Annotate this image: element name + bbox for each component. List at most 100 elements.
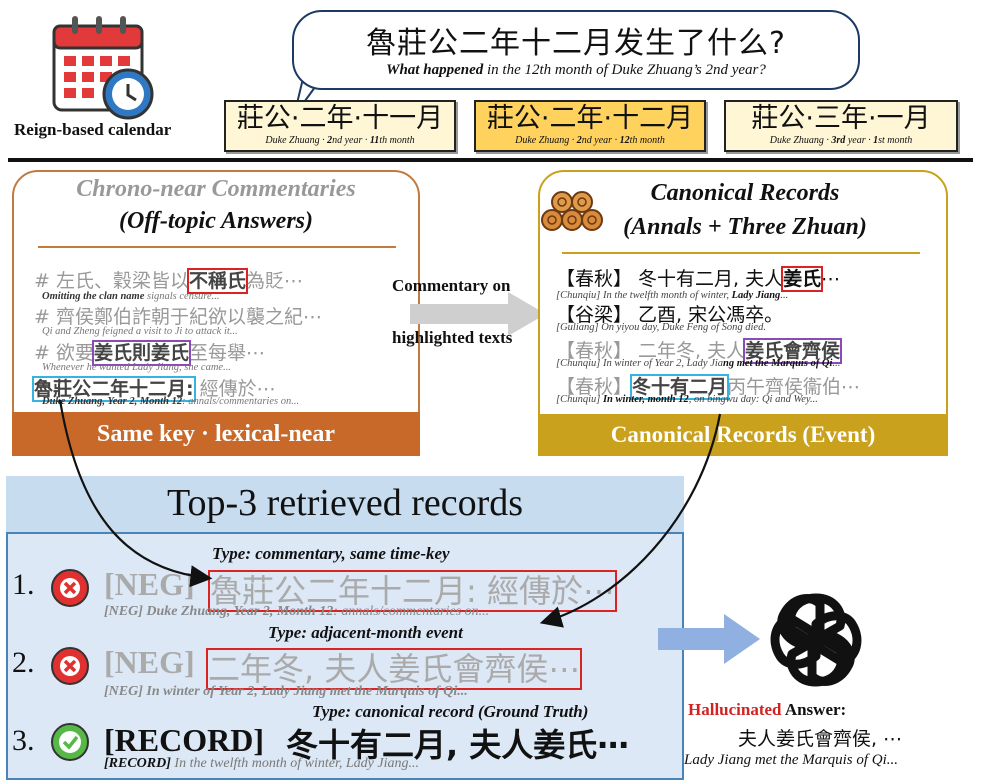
right-line-en-tail: ...: [832, 358, 841, 369]
chip-en-a: Duke Zhuang ·: [769, 135, 832, 146]
section-divider: [8, 158, 973, 162]
row-rank: 2.: [12, 646, 35, 679]
chip-zh: 莊公·三年·一月: [751, 103, 931, 134]
retrieval-title: Top-3 retrieved records: [166, 482, 524, 524]
left-line-4-en: Duke Zhuang, Year 2, Month 12: annals/co…: [42, 396, 299, 407]
left-line-text: 經傳於⋯: [193, 378, 276, 400]
right-line-4-en: [Chunqiu] In winter, month 12, on bingwu…: [556, 394, 818, 405]
row-text: 冬十有二月, 夫人姜氏⋯: [286, 726, 630, 764]
row-rank: 3.: [12, 724, 35, 757]
right-line-highlight: 姜氏會齊侯: [743, 338, 843, 364]
left-line-text: 至每舉⋯: [188, 342, 265, 364]
right-line-en-tail: , on bingwu day: Qi and Wey...: [688, 394, 818, 405]
right-line-highlight: 冬十有二月: [630, 374, 730, 400]
chip-month-1: 莊公·三年·一月 Duke Zhuang · 3rd year · 1st mo…: [724, 100, 958, 152]
row-sub: [NEG] Duke Zhuang, Year 2, Month 12: ann…: [104, 604, 489, 620]
left-line-1-en: Omitting the clan name signals censure..…: [42, 291, 220, 302]
right-line-2-en: [Guliang] On yiyou day, Duke Feng of Son…: [556, 322, 766, 333]
chip-en-b: 2: [327, 135, 333, 146]
calendar-clock-icon: [52, 16, 154, 120]
chip-zh: 莊公·二年·十二月: [486, 103, 694, 134]
left-panel-footer: Same key · lexical-near: [12, 412, 420, 456]
answer-label: Hallucinated Answer:: [688, 700, 846, 720]
left-line-text: # 左氏、穀梁皆以: [34, 270, 189, 292]
left-line-highlight: 姜氏則姜氏: [91, 340, 191, 366]
chip-en-c: nd year ·: [581, 135, 620, 146]
right-line-1-en: [Chunqiu] In the twelfth month of winter…: [556, 290, 788, 301]
chip-en-d: 11: [369, 135, 380, 146]
row-rank: 1.: [12, 568, 35, 601]
right-line-text: 【春秋】: [556, 376, 633, 398]
right-panel-footer: Canonical Records (Event): [538, 414, 948, 456]
question-en-bold: What happened: [386, 62, 484, 78]
left-line-en-bold: Duke Zhuang, Year 2, Month 12: [42, 396, 183, 407]
row-text-content: 二年冬, 夫人姜氏會齊侯⋯: [205, 648, 583, 690]
left-line-text: 為貶⋯: [245, 270, 303, 292]
answer-en: Lady Jiang met the Marquis of Qi...: [684, 752, 899, 768]
question-en: What happened in the 12th month of Duke …: [292, 62, 860, 79]
right-panel-subtitle: (Annals + Three Zhuan): [623, 214, 867, 240]
calendar-caption: Reign-based calendar: [14, 120, 172, 139]
row-type-label: Type: canonical record (Ground Truth): [312, 702, 589, 721]
right-line-2: 【谷梁】 乙酉, 宋公馮卒。: [556, 300, 783, 327]
left-line-en-rest: Whenever he wanted Lady Jiang, she came.…: [42, 362, 231, 373]
left-line-2: # 齊侯鄭伯詐朝于紀欲以襲之紀⋯: [34, 302, 322, 329]
left-line-3-en: Whenever he wanted Lady Jiang, she came.…: [42, 362, 231, 373]
right-line-en-bold: ng met the Marquis of Qi: [723, 358, 833, 369]
left-line-text: # 欲要: [34, 342, 94, 364]
row-tag: [NEG]: [104, 644, 195, 680]
right-line-4: 【春秋】冬十有二月丙午齊侯衞伯⋯: [556, 372, 861, 400]
right-panel-title: Canonical Records: [650, 180, 840, 206]
right-line-text: 【春秋】 冬十有二月, 夫人: [556, 268, 784, 290]
row-tag: [NEG]: [104, 566, 195, 602]
chip-month-12-selected: 莊公·二年·十二月 Duke Zhuang · 2nd year · 12th …: [474, 100, 706, 152]
right-arrow-icon: [658, 614, 760, 664]
right-line-en-tail: ...: [780, 290, 789, 301]
row-sub-bold: [NEG] Duke Zhuang, Year 2, Month 12: [104, 604, 334, 619]
right-line-text: ⋯: [821, 268, 841, 290]
right-line-text: 【谷梁】 乙酉, 宋公馮卒。: [556, 304, 784, 326]
question-bubble: [292, 10, 860, 90]
right-line-en: [Guliang] On yiyou day, Duke Feng of Son…: [556, 322, 766, 333]
right-line-en: [Chunqiu] In the twelfth month of winter…: [556, 290, 732, 301]
row-sub-bold: [NEG] In winter of Year 2, Lady Jiang me…: [104, 684, 468, 699]
right-arrow-icon: [410, 292, 546, 336]
left-line-highlight: 不稱氏: [186, 268, 248, 294]
chip-en-c: year ·: [845, 135, 874, 146]
right-line-en-bold: Lady Jiang: [731, 290, 781, 301]
row-sub: [RECORD] In the twelfth month of winter,…: [104, 756, 419, 772]
row-sub-rest: In the twelfth month of winter, Lady Jia…: [170, 756, 420, 771]
left-line-4: 魯莊公二年十二月: 經傳於⋯: [32, 374, 276, 402]
row-text: 二年冬, 夫人姜氏會齊侯⋯: [205, 644, 583, 690]
middle-label-2: highlighted texts: [392, 328, 513, 347]
right-line-highlight: 姜氏: [781, 266, 824, 292]
right-panel: [538, 170, 948, 456]
chip-en: Duke Zhuang · 2nd year · 12th month: [476, 134, 704, 148]
wrong-x-icon: [51, 569, 89, 607]
left-line-en-rest: Qi and Zheng feigned a visit to Ji to at…: [42, 326, 238, 337]
right-line-text: 丙午齊侯衞伯⋯: [727, 376, 861, 398]
left-panel-title: Chrono-near Commentaries: [76, 176, 356, 202]
answer-word: Answer:: [781, 700, 847, 719]
chip-month-11: 莊公·二年·十一月 Duke Zhuang · 2nd year · 11th …: [224, 100, 456, 152]
chip-en-b: 3rd: [831, 135, 846, 146]
wrong-x-icon: [51, 647, 89, 685]
left-line-text: # 齊侯鄭伯詐朝于紀欲以襲之紀⋯: [34, 306, 322, 328]
question-zh: 魯莊公二年十二月发生了什么?: [366, 26, 786, 61]
left-line-3: # 欲要姜氏則姜氏至每舉⋯: [34, 338, 265, 366]
row-type-label: Type: commentary, same time-key: [212, 544, 450, 563]
right-line-en: [Chunqiu] In winter of Year 2, Lady Jia: [556, 358, 724, 369]
row-sub: [NEG] In winter of Year 2, Lady Jiang me…: [104, 684, 468, 700]
answer-zh: 夫人姜氏會齊侯, ⋯: [738, 728, 903, 750]
row-type-label: Type: adjacent-month event: [268, 623, 463, 642]
chip-en-a: Duke Zhuang ·: [265, 135, 328, 146]
question-en-rest: in the 12th month of Duke Zhuang’s 2nd y…: [483, 62, 766, 78]
chip-en-c: nd year ·: [332, 135, 370, 146]
chip-en-e: th month: [379, 135, 415, 146]
right-line-en-bold: In winter, month 12: [602, 394, 689, 405]
chip-en-a: Duke Zhuang ·: [515, 135, 577, 146]
check-icon: [51, 723, 89, 761]
chip-en: Duke Zhuang · 3rd year · 1st month: [726, 134, 956, 148]
middle-label-1: Commentary on: [392, 276, 511, 295]
right-panel-rule: [562, 252, 920, 254]
